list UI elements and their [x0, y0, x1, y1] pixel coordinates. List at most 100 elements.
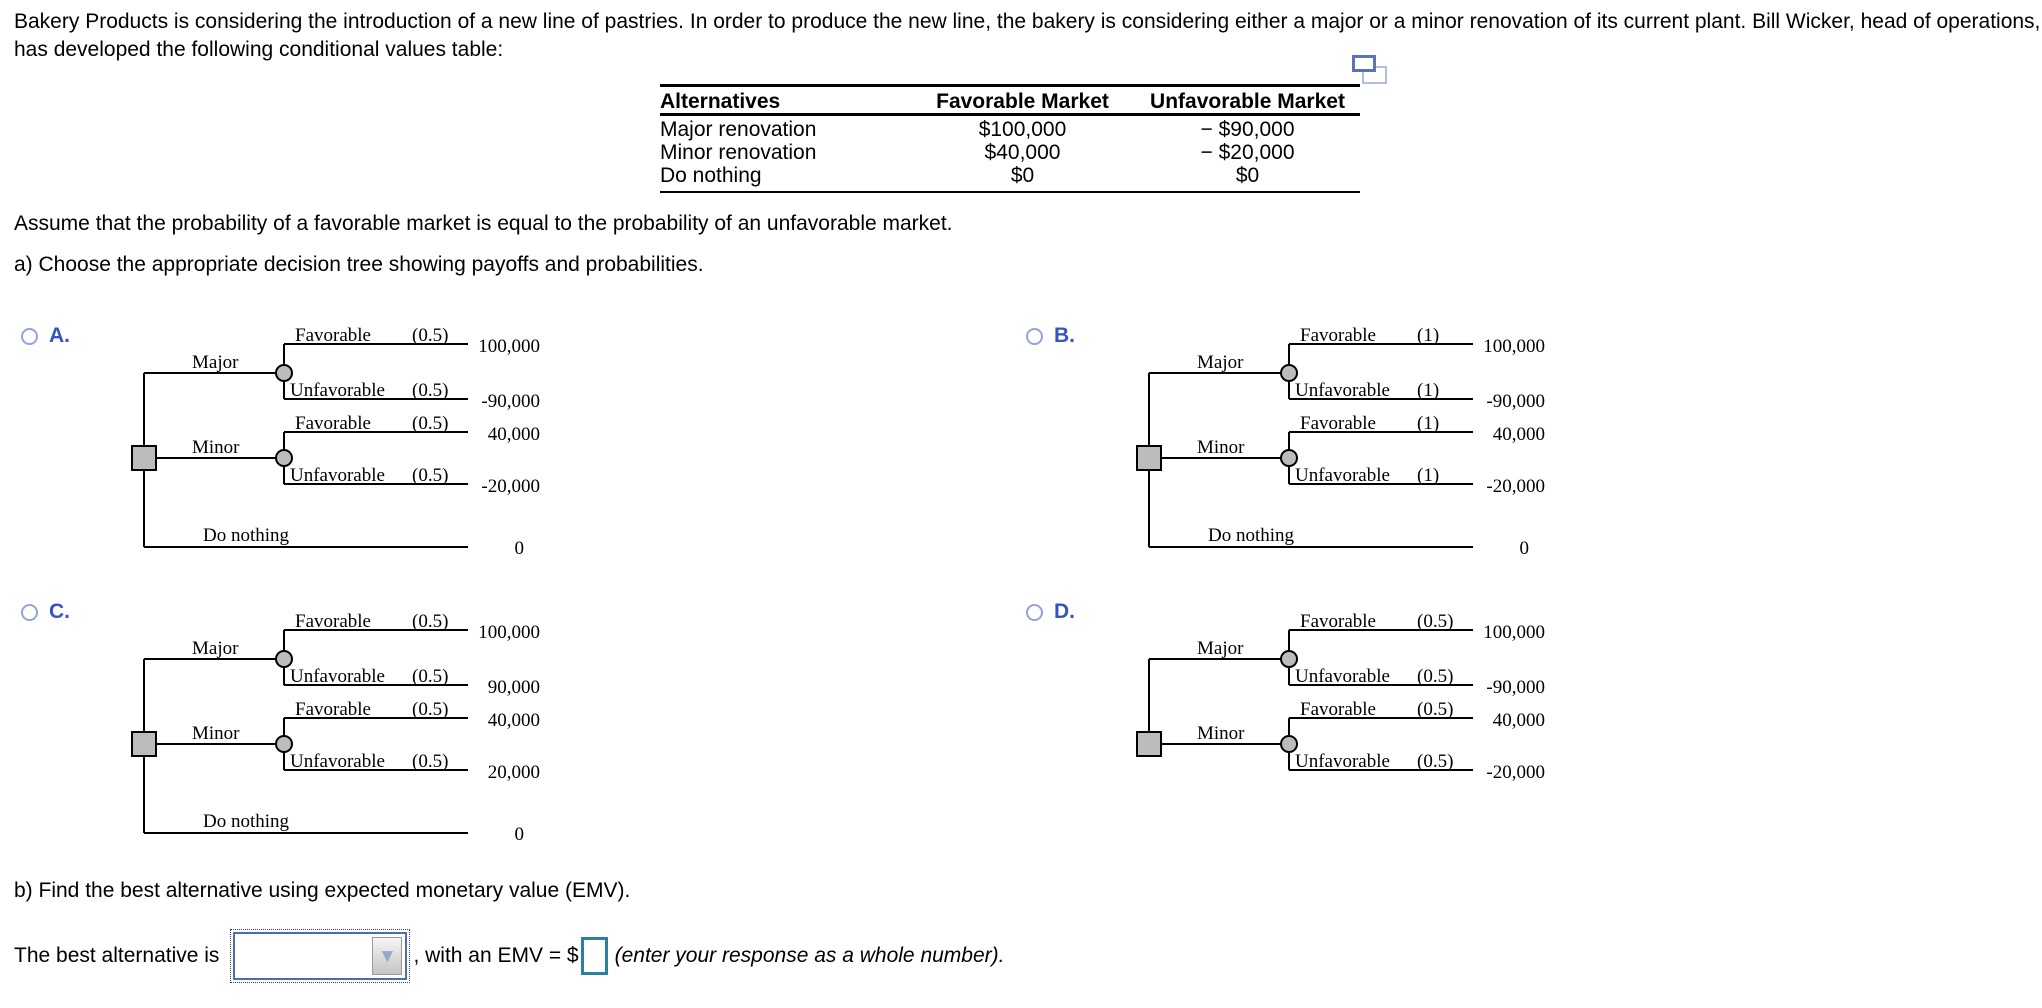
table-cell: Minor renovation [660, 141, 817, 164]
decision-node-square [1136, 731, 1162, 757]
copy-table-icon[interactable] [1352, 55, 1396, 93]
table-cell: $100,000 [978, 118, 1067, 141]
outcome-label: Unfavorable [1295, 751, 1390, 772]
outcome-label: Favorable [295, 611, 371, 632]
payoff-value: 100,000 [1483, 622, 1545, 643]
part-b-answer-row: The best alternative is ▼ , with an EMV … [14, 926, 1004, 986]
action-label: Minor [1197, 723, 1245, 744]
dropdown-arrow-button[interactable]: ▼ [372, 937, 403, 975]
do-nothing-label: Do nothing [203, 525, 290, 546]
payoff-value: -20,000 [1486, 762, 1545, 783]
do-nothing-payoff: 0 [1520, 538, 1530, 559]
outcome-label: Unfavorable [290, 380, 385, 401]
table-row: Major renovation $100,000 − $90,000 [660, 118, 1360, 141]
probability-label: (0.5) [412, 666, 448, 687]
do-nothing-label: Do nothing [203, 811, 290, 832]
option-a: A. [21, 324, 70, 348]
part-b-prompt: b) Find the best alternative using expec… [14, 879, 631, 902]
chance-node-circle [275, 364, 293, 382]
outcome-label: Unfavorable [290, 465, 385, 486]
probability-label: (0.5) [412, 699, 448, 720]
probability-label: (1) [1417, 325, 1439, 346]
decision-node-square [1136, 445, 1162, 471]
option-b-radio[interactable] [1026, 327, 1043, 345]
probability-label: (0.5) [412, 413, 448, 434]
problem-statement-line1: Bakery Products is considering the intro… [14, 10, 2041, 33]
problem-statement-line2: has developed the following conditional … [14, 38, 504, 61]
decision-node-square [131, 731, 157, 757]
payoff-value: 100,000 [1483, 336, 1545, 357]
probability-label: (1) [1417, 380, 1439, 401]
payoff-value: 100,000 [478, 336, 540, 357]
do-nothing-payoff: 0 [515, 538, 525, 559]
action-label: Minor [192, 723, 240, 744]
action-label: Minor [1197, 437, 1245, 458]
decision-tree-option-c: Do nothing0MajorFavorable(0.5)100,000Unf… [131, 611, 540, 845]
decision-tree-option-a: Do nothing0MajorFavorable(0.5)100,000Unf… [131, 325, 540, 559]
do-nothing-label: Do nothing [1208, 525, 1295, 546]
answer-suffix-text: (enter your response as a whole number). [614, 944, 1005, 967]
probability-label: (0.5) [412, 380, 448, 401]
probability-label: (1) [1417, 465, 1439, 486]
probability-label: (0.5) [1417, 611, 1453, 632]
table-header-row: Alternatives Favorable Market Unfavorabl… [660, 84, 1360, 116]
outcome-label: Unfavorable [1295, 380, 1390, 401]
chevron-down-icon: ▼ [378, 945, 397, 967]
option-a-radio[interactable] [21, 327, 38, 345]
emv-input[interactable] [580, 937, 608, 975]
option-d-radio[interactable] [1026, 603, 1043, 621]
table-cell: − $90,000 [1200, 118, 1295, 141]
option-c-label: C. [49, 600, 70, 623]
payoff-value: -90,000 [481, 391, 540, 412]
answer-mid-text: , with an EMV = $ [413, 944, 579, 967]
outcome-label: Favorable [1300, 325, 1376, 346]
action-label: Major [1197, 352, 1244, 373]
outcome-label: Unfavorable [1295, 465, 1390, 486]
chance-node-circle [1280, 449, 1298, 467]
payoff-value: 40,000 [1493, 424, 1545, 445]
probability-label: (1) [1417, 413, 1439, 434]
chance-node-circle [275, 735, 293, 753]
conditional-values-table: Alternatives Favorable Market Unfavorabl… [660, 84, 1360, 193]
decision-node-square [131, 445, 157, 471]
problem-statement: Bakery Products is considering the intro… [14, 8, 2040, 64]
answer-prefix-text: The best alternative is [14, 944, 220, 967]
payoff-value: 90,000 [488, 677, 540, 698]
chance-node-circle [275, 449, 293, 467]
table-row: Minor renovation $40,000 − $20,000 [660, 141, 1360, 164]
table-cell: $0 [1235, 164, 1260, 187]
chance-node-circle [275, 650, 293, 668]
payoff-value: -20,000 [1486, 476, 1545, 497]
probability-label: (0.5) [1417, 666, 1453, 687]
option-d-label: D. [1054, 600, 1075, 623]
table-header-alternatives: Alternatives [660, 90, 781, 113]
payoff-value: 40,000 [488, 424, 540, 445]
chance-node-circle [1280, 364, 1298, 382]
outcome-label: Unfavorable [1295, 666, 1390, 687]
probability-label: (0.5) [412, 751, 448, 772]
chance-node-circle [1280, 650, 1298, 668]
table-header-unfavorable-market: Unfavorable Market [1150, 90, 1345, 113]
option-b-label: B. [1054, 324, 1075, 347]
outcome-label: Favorable [1300, 611, 1376, 632]
table-header-favorable-market: Favorable Market [936, 90, 1109, 113]
option-b: B. [1026, 324, 1075, 348]
probability-label: (0.5) [412, 325, 448, 346]
table-row: Do nothing $0 $0 [660, 164, 1360, 187]
payoff-value: -90,000 [1486, 391, 1545, 412]
table-cell: $0 [1010, 164, 1035, 187]
probability-label: (0.5) [1417, 751, 1453, 772]
option-c-radio[interactable] [21, 603, 38, 621]
table-cell: Do nothing [660, 164, 762, 187]
action-label: Major [1197, 638, 1244, 659]
part-a-prompt: a) Choose the appropriate decision tree … [14, 253, 704, 276]
best-alternative-dropdown[interactable]: ▼ [230, 929, 411, 983]
dropdown-field[interactable]: ▼ [233, 932, 408, 980]
do-nothing-payoff: 0 [515, 824, 525, 845]
copy-icon-front-rect [1352, 55, 1376, 72]
payoff-value: 20,000 [488, 762, 540, 783]
outcome-label: Unfavorable [290, 666, 385, 687]
chance-node-circle [1280, 735, 1298, 753]
